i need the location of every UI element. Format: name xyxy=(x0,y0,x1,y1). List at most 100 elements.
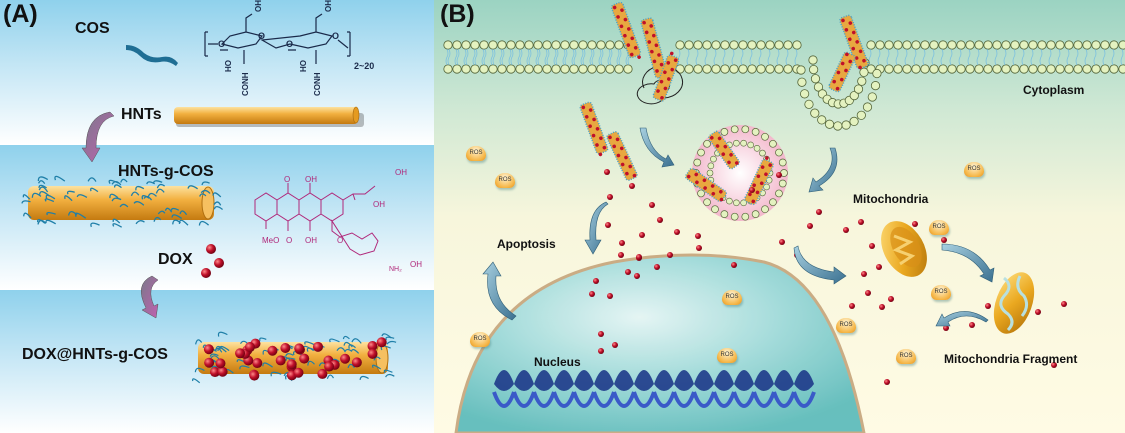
cos-o-3: O xyxy=(286,39,293,49)
panel-b-label: (B) xyxy=(440,0,475,28)
lipid-head xyxy=(774,40,784,50)
lipid-head xyxy=(497,40,507,50)
ros-badge: ROS xyxy=(964,162,984,177)
dox-particle xyxy=(324,361,335,372)
lipid-head xyxy=(569,40,579,50)
dox-particle xyxy=(731,262,737,268)
lipid-head xyxy=(720,128,729,136)
arrow-to-grafting-icon xyxy=(81,111,115,163)
lipid-head xyxy=(1010,40,1020,50)
dox-particle xyxy=(612,342,618,348)
dox-particle xyxy=(639,232,645,238)
dox-label: DOX xyxy=(158,251,193,268)
lipid-head xyxy=(733,139,740,147)
dox-hnt-nanocarrier xyxy=(708,130,740,170)
mitochondria-fragment xyxy=(993,272,1035,334)
dox-particle xyxy=(861,271,867,277)
dox-hnt-nanocarrier xyxy=(606,131,638,181)
panel-a: O O O O OH OH HO HO CONH CONH 2~20 xyxy=(0,0,434,433)
cos-conh-2: CONH xyxy=(313,72,322,96)
lipid-head xyxy=(872,68,882,79)
arrow-to-mitochondria-icon xyxy=(793,245,847,285)
dox-o-bottom: O xyxy=(286,236,292,245)
lipid-head xyxy=(684,40,694,50)
lipid-head xyxy=(751,210,760,218)
lipid-head xyxy=(1019,64,1029,74)
apoptosis-label: Apoptosis xyxy=(497,237,556,251)
dox-particle xyxy=(667,252,673,258)
lipid-head xyxy=(774,64,784,74)
dox-particle xyxy=(776,172,782,178)
lipid-head xyxy=(938,64,948,74)
cos-repeat-subscript: 2~20 xyxy=(354,61,374,71)
dox-particle xyxy=(941,237,947,243)
cos-oh-2: OH xyxy=(324,0,333,12)
lipid-head xyxy=(623,64,633,74)
dox-hnt-nanocarrier xyxy=(579,101,609,157)
endosome-vesicle xyxy=(692,125,788,221)
panel-a-graphics: O O O O OH OH HO HO CONH CONH 2~20 xyxy=(21,0,422,384)
lipid-head xyxy=(560,40,570,50)
lipid-head xyxy=(697,148,705,157)
lipid-head xyxy=(1001,40,1011,50)
lipid-head xyxy=(542,64,552,74)
dox-o-glycoside: O xyxy=(337,236,343,245)
lipid-head xyxy=(778,179,787,188)
lipid-head xyxy=(938,40,948,50)
lipid-head xyxy=(761,132,769,141)
lipid-head xyxy=(1037,64,1047,74)
lipid-head xyxy=(707,162,715,170)
dox-particle xyxy=(299,353,310,364)
lipid-head xyxy=(738,40,748,50)
cos-chemical-structure xyxy=(204,13,351,64)
lipid-head xyxy=(578,64,588,74)
lipid-head xyxy=(533,64,543,74)
lipid-head xyxy=(524,64,534,74)
lipid-head xyxy=(833,121,843,131)
arrow-release-to-nucleus-icon xyxy=(584,201,609,255)
lipid-head xyxy=(706,169,714,177)
dox-oh-mid: OH xyxy=(373,200,385,209)
dox-particle xyxy=(1051,362,1057,368)
lipid-head xyxy=(452,40,462,50)
dox-particle xyxy=(598,331,604,337)
ros-badge: ROS xyxy=(929,220,949,235)
dox-oh-top: OH xyxy=(305,175,317,184)
lipid-head xyxy=(817,115,827,125)
lipid-head xyxy=(614,64,624,74)
lipid-head xyxy=(775,148,783,157)
lipid-head xyxy=(893,40,903,50)
lipid-head xyxy=(756,40,766,50)
dox-particle xyxy=(593,278,599,284)
dox-particle xyxy=(293,367,304,378)
dox-particle xyxy=(367,348,378,359)
ros-badge: ROS xyxy=(470,332,490,347)
lipid-head xyxy=(720,40,730,50)
lipid-head xyxy=(1118,64,1125,74)
dox-hnt-nanocarrier xyxy=(610,1,642,59)
lipid-head xyxy=(867,92,877,102)
dox-particle xyxy=(625,269,631,275)
lipid-head xyxy=(751,128,760,136)
dox-particle xyxy=(912,221,918,227)
lipid-head xyxy=(1055,64,1065,74)
lipid-head xyxy=(1046,40,1056,50)
dox-particle xyxy=(607,194,613,200)
dox-particle xyxy=(674,229,680,235)
lipid-head xyxy=(461,64,471,74)
lipid-head xyxy=(697,189,705,198)
lipid-head xyxy=(488,40,498,50)
dox-particle xyxy=(816,209,822,215)
cos-ho-1: HO xyxy=(224,60,233,72)
lipid-head xyxy=(992,64,1002,74)
dox-particle xyxy=(217,366,228,377)
lipid-head xyxy=(605,64,615,74)
lipid-head xyxy=(1064,64,1074,74)
dox-particle xyxy=(252,358,263,369)
dox-particle xyxy=(605,222,611,228)
lipid-head xyxy=(1073,64,1083,74)
lipid-head xyxy=(711,40,721,50)
lipid-head xyxy=(578,40,588,50)
lipid-head xyxy=(711,64,721,74)
dox-particle xyxy=(604,169,610,175)
